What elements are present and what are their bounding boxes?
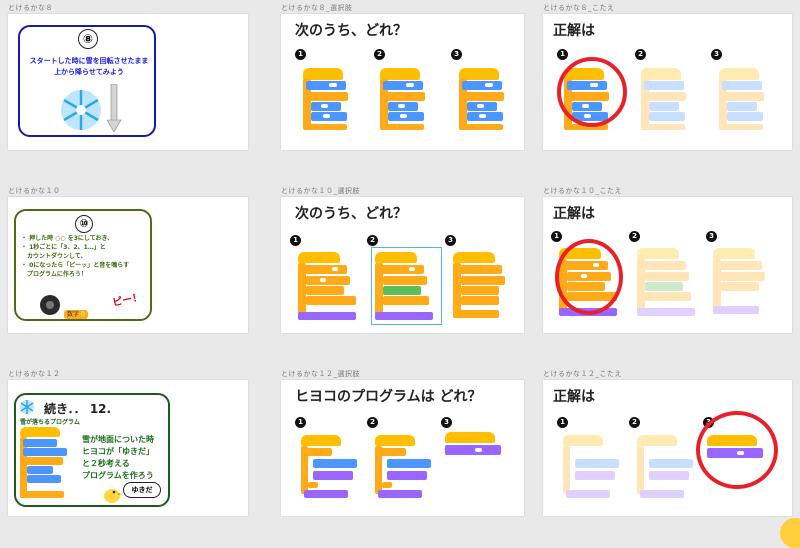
choice-number: 3 — [711, 49, 722, 60]
problem-badge: ⑩ — [75, 215, 93, 233]
slide-label: とけるかな８_選択肢 — [281, 4, 353, 12]
down-arrow-icon — [106, 84, 122, 133]
problem-text-line: ・ 0になったら「ピーッ」と音を鳴らす — [21, 262, 130, 269]
code-script-option-2 — [375, 252, 435, 322]
answer-title: 正解は — [553, 206, 595, 222]
problem-text-line: と２秒考える — [82, 459, 130, 468]
chick-icon — [104, 489, 122, 503]
choice-number: 2 — [367, 417, 378, 428]
choice-title: 次のうち、どれ？ — [295, 23, 407, 39]
problem-text-line: ・ 押した時 ○○ を3にしておき、 — [21, 235, 114, 242]
code-script-faded — [637, 435, 697, 501]
correct-answer-circle — [696, 411, 778, 489]
problem-card: 続き．． 12. 雪が落ちるプログラム 雪が地面についた時 ヒヨコが「ゆきだ」 … — [14, 393, 170, 507]
code-script-faded — [713, 248, 773, 318]
slide-label: とけるかな１０_選択肢 — [281, 187, 360, 195]
code-script-option-3 — [445, 432, 505, 466]
choice-number: 2 — [374, 49, 385, 60]
choice-number: 3 — [445, 235, 456, 246]
slide-answer-8[interactable]: 正解は 1 2 3 — [543, 14, 792, 150]
code-script — [20, 427, 76, 505]
code-script-option-2 — [375, 435, 435, 501]
snowflake-icon — [20, 400, 34, 414]
code-script-option-1 — [298, 252, 358, 322]
slide-label: とけるかな１２_こたえ — [543, 370, 622, 378]
variable-label: 数字 — [67, 311, 80, 318]
snowflake-icon — [61, 90, 101, 130]
code-script-option-3 — [453, 252, 513, 322]
choice-number: 1 — [557, 49, 568, 60]
choice-number: 2 — [367, 235, 378, 246]
choice-number: 2 — [629, 417, 640, 428]
variable-monitor: 数字 0 — [64, 310, 88, 319]
slide-choices-10[interactable]: 次のうち、どれ？ 1 2 3 — [281, 197, 524, 333]
choice-number: 3 — [441, 417, 452, 428]
problem-subheading: 雪が落ちるプログラム — [20, 419, 80, 426]
choice-number: 1 — [295, 417, 306, 428]
code-script-option-3 — [459, 68, 509, 134]
slide-label: とけるかな１０ — [8, 187, 61, 195]
slide-answer-10[interactable]: 正解は 1 2 3 — [543, 197, 792, 333]
choice-title: ヒヨコのプログラムは どれ？ — [295, 389, 482, 405]
choice-number: 1 — [295, 49, 306, 60]
sound-text: ピー！ — [111, 291, 144, 309]
slide-label: とけるかな１０_こたえ — [543, 187, 622, 195]
problem-text-line: 雪が地面についた時 — [82, 435, 154, 444]
slide-choices-12[interactable]: ヒヨコのプログラムは どれ？ 1 2 3 — [281, 380, 524, 516]
problem-text-line: プログラムを作ろう — [82, 471, 154, 480]
problem-text-line: スタートした時に雪を回転させたまま — [29, 57, 149, 65]
problem-text-line: ・ 1秒ごとに「3、2、1…」と — [21, 244, 106, 251]
slide-label: とけるかな１２ — [8, 370, 61, 378]
choice-number: 1 — [290, 235, 301, 246]
choice-number: 3 — [451, 49, 462, 60]
answer-title: 正解は — [553, 23, 595, 39]
code-script-faded — [641, 68, 691, 134]
slide-choices-8[interactable]: 次のうち、どれ？ 1 2 3 — [281, 14, 524, 150]
problem-heading: 続き．． 12. — [44, 402, 112, 416]
code-script-option-2 — [380, 68, 430, 134]
slide-label: とけるかな１２_選択肢 — [281, 370, 360, 378]
answer-title: 正解は — [553, 389, 595, 405]
code-script-faded — [637, 248, 697, 318]
problem-text-line: 上から降らせてみよう — [54, 68, 124, 76]
correct-answer-circle — [557, 57, 627, 127]
problem-text-line: ヒヨコが「ゆきだ」 — [82, 447, 154, 456]
code-script-option-1 — [301, 435, 361, 501]
problem-card: ⑧ スタートした時に雪を回転させたまま 上から降らせてみよう — [18, 25, 156, 137]
problem-badge: ⑧ — [78, 29, 98, 49]
problem-text-line: プログラムに作ろう！ — [21, 271, 87, 278]
slide-answer-12[interactable]: 正解は 1 2 3 — [543, 380, 792, 516]
choice-title: 次のうち、どれ？ — [295, 206, 407, 222]
selected-choice-frame[interactable] — [371, 247, 442, 325]
code-script-option-1 — [303, 68, 353, 134]
speech-bubble: ゆきだ — [123, 482, 161, 498]
variable-value: 0 — [80, 311, 85, 318]
slide-problem-8[interactable]: ⑧ スタートした時に雪を回転させたまま 上から降らせてみよう — [8, 14, 248, 150]
slide-problem-10[interactable]: ⑩ ・ 押した時 ○○ を3にしておき、 ・ 1秒ごとに「3、2、1…」と カウ… — [8, 197, 248, 333]
choice-number: 2 — [629, 231, 640, 242]
slide-label: とけるかな８_こたえ — [543, 4, 615, 12]
code-script-faded — [563, 435, 623, 501]
choice-number: 1 — [551, 231, 562, 242]
choice-number: 1 — [557, 417, 568, 428]
help-button[interactable] — [780, 518, 800, 548]
correct-answer-circle — [555, 239, 623, 315]
choice-number: 2 — [635, 49, 646, 60]
problem-card: ⑩ ・ 押した時 ○○ を3にしておき、 ・ 1秒ごとに「3、2、1…」と カウ… — [14, 209, 152, 321]
problem-text-line: カウントダウンして、 — [21, 253, 87, 260]
speaker-icon — [40, 295, 60, 315]
choice-number: 3 — [706, 231, 717, 242]
slide-problem-12[interactable]: 続き．． 12. 雪が落ちるプログラム 雪が地面についた時 ヒヨコが「ゆきだ」 … — [8, 380, 248, 516]
slide-label: とけるかな８ — [8, 4, 53, 12]
code-script-faded — [719, 68, 769, 134]
